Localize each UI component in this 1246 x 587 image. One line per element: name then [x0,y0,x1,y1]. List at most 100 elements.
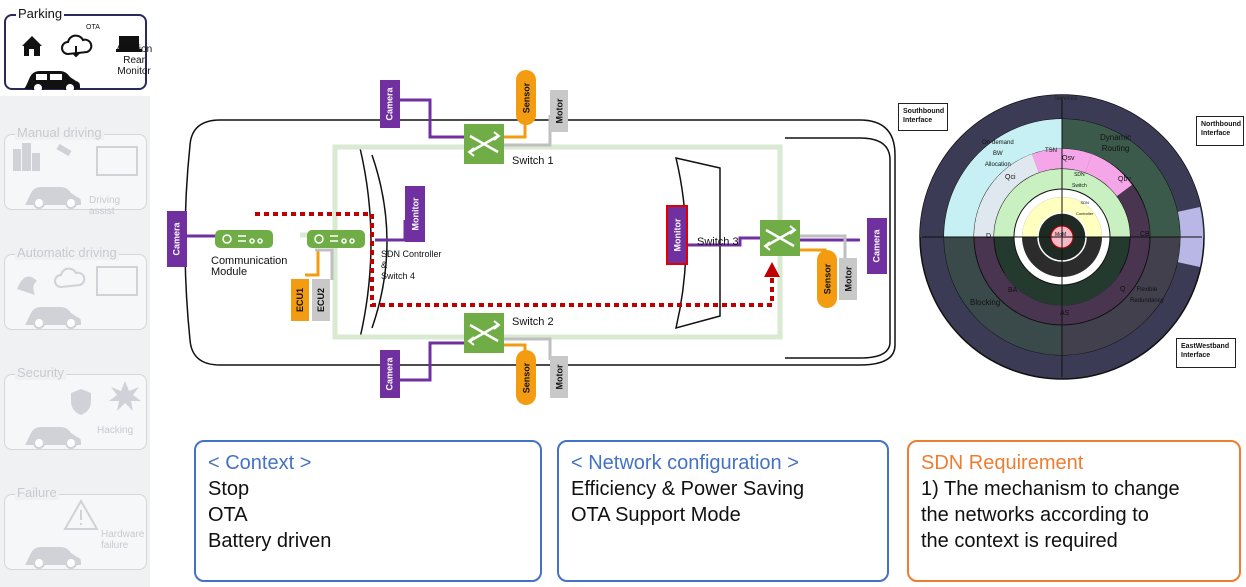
switch-1-icon [464,124,504,164]
context-header: < Context > [208,452,312,474]
as-label: AS [1060,310,1070,317]
switch-3-icon [760,220,800,256]
monitor-badge-rear: Monitor [666,205,688,265]
motor-badge-top: Motor [550,90,568,132]
mom-label: MoM [1055,232,1067,238]
cloud-icon [54,267,86,289]
burst-icon [109,381,141,411]
mode-automatic-title: Automatic driving [15,245,119,260]
context-line-2: OTA [208,504,248,526]
qbv-label: Qbv [1118,176,1131,183]
network-line-1: Efficiency & Power Saving [571,478,805,500]
house-icon [22,36,42,56]
motor-badge-bottom: Motor [550,356,568,398]
ota-arrow [764,262,780,277]
sdn-line-3: the context is required [921,530,1118,552]
southbound-callout: Southbound Interface [898,103,948,131]
sdn-controller-icon [307,230,365,248]
sensor-badge-right: Sensor [817,250,837,308]
tsn-label: TSN [1045,148,1057,154]
context-line-3: Battery driven [208,530,332,552]
shield-icon [71,389,91,415]
city-icon [13,143,40,171]
services-label: Services [1054,96,1078,102]
context-box: < Context > Stop OTA Battery driven [194,440,542,582]
cb-label: CB [1140,231,1150,238]
sdn-line-2: the networks according to [921,504,1149,526]
hacking-label: Hacking [97,425,134,436]
sensor-badge-bottom: Sensor [516,350,536,405]
cloud-ota-icon [61,34,93,58]
car-network-diagram [175,98,896,382]
mode-manual[interactable]: Manual driving Driving assist [4,125,147,217]
car-icon [24,71,80,90]
communication-module-label: Communication Module [211,255,288,278]
mode-parking-title: Parking [16,6,65,21]
parking-icons [22,34,142,90]
flexible-redundancy-label: Flexible Redundancy [1130,287,1164,304]
sdn-switch-label: SDN Switch [1072,172,1087,189]
sdn-wheel [919,94,1205,380]
display-icon [96,146,138,176]
car-icon [25,307,81,329]
satellite-icon [56,143,72,157]
communication-module-icon [215,230,273,248]
car-icon [25,187,81,209]
switch-2-label: Switch 2 [512,316,554,328]
blocking-label: Blocking [970,298,1001,307]
car-outline [184,119,896,366]
mode-security-title: Security [15,365,66,380]
sdn-line-1: 1) The mechanism to change [921,478,1180,500]
network-line-2: OTA Support Mode [571,504,741,526]
car-icon [25,427,81,449]
ecu2-badge: ECU2 [312,279,330,321]
switch-2-icon [464,313,504,353]
mode-security[interactable]: Security Hacking [4,365,147,450]
security-icons [25,381,141,449]
dynamic-routing-label: Dynamic Routing [1100,133,1132,153]
northbound-callout: Northbound Interface [1196,116,1244,146]
qsv-label: Qsv [1062,155,1075,162]
qci-label: Qci [1005,174,1016,181]
d-label: D [986,233,992,240]
camera-badge-right: Camera [867,218,887,274]
mode-automatic[interactable]: Automatic driving [4,245,147,330]
q-label: Q [1120,286,1126,293]
driving-assist-label: Driving assist [89,195,121,217]
context-line-1: Stop [208,478,250,500]
ondemand-label: On-demand BW Allocation [982,140,1014,168]
sensor-badge-top: Sensor [516,70,536,125]
mode-manual-title: Manual driving [15,125,104,140]
automatic-icons [17,266,138,329]
sdn-header: SDN Requirement [921,452,1084,474]
camera-badge-top: Camera [380,80,400,128]
network-config-box: < Network configuration > Efficiency & P… [557,440,889,582]
ota-path [255,212,774,307]
hardware-failure-label: Hardware failure [101,529,145,551]
manual-icons [13,143,138,209]
camera-badge-left: Camera [167,211,187,267]
failure-icons [25,499,99,569]
laptop-icon [116,36,142,52]
ba-label: BA [1008,287,1018,294]
camera-badge-bottom: Camera [380,350,400,398]
display-icon [96,266,138,296]
ecu1-badge: ECU1 [291,279,309,321]
sdn-controller-label: SDN Controller & Switch 4 [381,249,442,281]
rear-monitor-label: Addition Rear Monitor [116,44,153,77]
monitor-badge-front: Monitor [405,186,425,242]
mode-failure[interactable]: Failure Hardware failure [4,485,147,570]
network-header: < Network configuration > [571,452,799,474]
mode-failure-title: Failure [15,485,59,500]
sdn-controller-wheel-label: SDN Controller [1076,200,1094,216]
motor-badge-right: Motor [839,258,857,300]
ota-label: OTA [86,24,100,31]
switch-1-label: Switch 1 [512,155,554,167]
sdn-requirement-box: SDN Requirement 1) The mechanism to chan… [907,440,1241,582]
mode-parking[interactable]: Parking OTA Addition Rear Monitor [4,6,152,90]
switch-3-label: Switch 3 [697,236,739,248]
eastwest-callout: EastWestband Interface [1176,338,1236,368]
road-icon [17,276,37,295]
car-icon [25,547,81,569]
warning-icon [63,499,99,530]
